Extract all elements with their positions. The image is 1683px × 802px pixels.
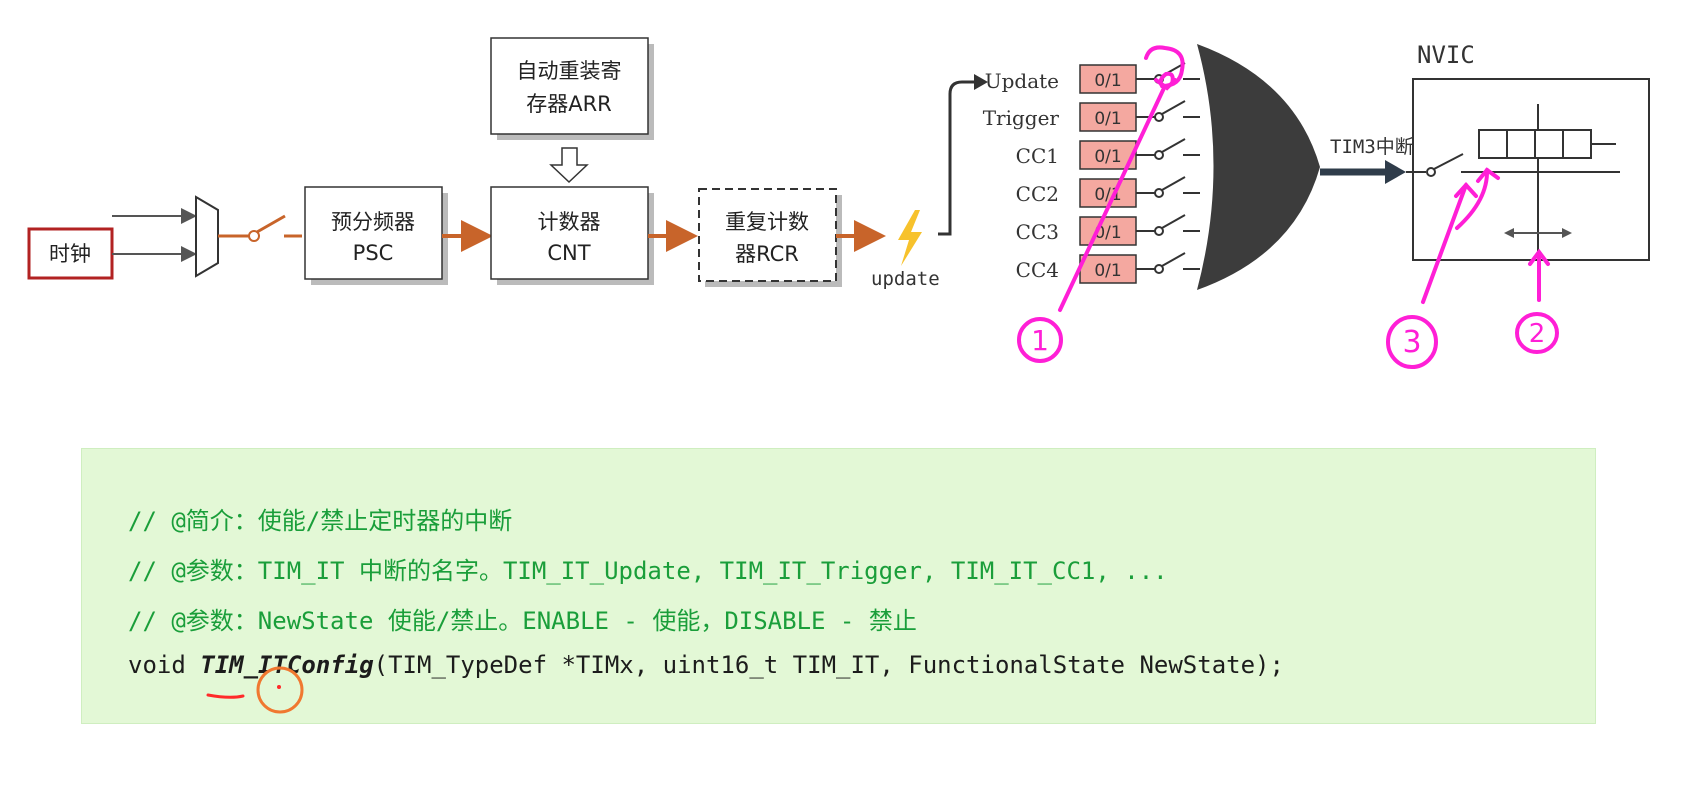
comment-param-it: // @参数：TIM_IT 中断的名字。TIM_IT_Update, TIM_I… [128, 557, 1168, 585]
cnt-box: 计数器 CNT [490, 186, 654, 285]
red-dot-mark [277, 685, 281, 689]
source-name: CC1 [1016, 144, 1059, 168]
lightning-icon [898, 210, 922, 266]
update-event-arrowhead [974, 74, 988, 90]
clock-mux [195, 195, 219, 278]
flag-value: 0/1 [1094, 71, 1121, 91]
or-gate [1197, 44, 1320, 290]
orange-circle-mark [256, 666, 304, 714]
interrupt-source-row: Update 0/1 [985, 62, 1200, 94]
interrupt-source-row: CC4 0/1 [1016, 252, 1200, 284]
source-name: Update [985, 69, 1059, 93]
flag-value: 0/1 [1094, 223, 1121, 243]
psc-box: 预分频器 PSC [304, 186, 448, 285]
flag-value: 0/1 [1094, 109, 1121, 129]
tim3-irq-label: TIM3中断 [1330, 136, 1414, 158]
cnt-label-line1: 计数器 [538, 210, 601, 234]
arr-label-line1: 自动重装寄 [517, 59, 622, 83]
pink-annotations [1017, 45, 1559, 369]
tim3-irq-arrow [1320, 160, 1406, 184]
signature-return-type: void [128, 651, 201, 679]
flag-value: 0/1 [1094, 147, 1121, 167]
update-label: update [871, 268, 940, 290]
update-event-line [938, 80, 985, 236]
counter-enable-switch [218, 214, 302, 242]
source-name: Trigger [983, 106, 1060, 130]
red-underline-mark [206, 693, 245, 699]
signature-params: (TIM_TypeDef *TIMx, uint16_t TIM_IT, Fun… [373, 651, 1284, 679]
function-name: TIM_ITConfig [200, 651, 374, 679]
nvic-box [1406, 78, 1650, 261]
annotation-2: 2 [1529, 319, 1546, 349]
clock-box: 时钟 [27, 227, 114, 280]
comment-param-newstate: // @参数：NewState 使能/禁止。ENABLE - 使能，DISABL… [128, 607, 917, 635]
nvic-label: NVIC [1417, 41, 1475, 69]
annotation-3: 3 [1402, 325, 1421, 360]
interrupt-source-row: CC3 0/1 [1016, 214, 1200, 246]
arr-label-line2: 存器ARR [526, 92, 612, 116]
source-name: CC4 [1016, 258, 1059, 282]
interrupt-source-row: CC1 0/1 [1016, 138, 1200, 170]
flag-value: 0/1 [1094, 261, 1121, 281]
source-name: CC3 [1016, 220, 1059, 244]
arr-to-cnt-arrow [549, 147, 589, 184]
rcr-label-line2: 器RCR [735, 242, 799, 266]
cnt-label-line2: CNT [547, 241, 590, 265]
psc-label-line1: 预分频器 [331, 210, 415, 234]
clock-label: 时钟 [49, 242, 91, 266]
code-panel: // @简介：使能/禁止定时器的中断 // @参数：TIM_IT 中断的名字。T… [81, 448, 1596, 724]
clock-input-lines [112, 208, 197, 262]
annotation-numbers: 1 3 2 [1031, 319, 1545, 360]
rcr-label-line1: 重复计数 [725, 210, 809, 234]
comment-brief: // @简介：使能/禁止定时器的中断 [128, 507, 513, 535]
annotation-1: 1 [1031, 324, 1049, 357]
timer-interrupt-diagram: 时钟 预分频器 PSC 自动重装寄 存器ARR 计数器 CNT [27, 37, 1650, 369]
arr-box: 自动重装寄 存器ARR [490, 37, 654, 140]
source-name: CC2 [1016, 182, 1059, 206]
function-signature: void TIM_ITConfig(TIM_TypeDef *TIMx, uin… [128, 651, 1284, 679]
psc-label-line2: PSC [353, 241, 394, 265]
interrupt-source-list: Update 0/1 Trigger 0/1 CC1 0/1 [983, 62, 1200, 284]
interrupt-source-row: Trigger 0/1 [983, 100, 1200, 132]
